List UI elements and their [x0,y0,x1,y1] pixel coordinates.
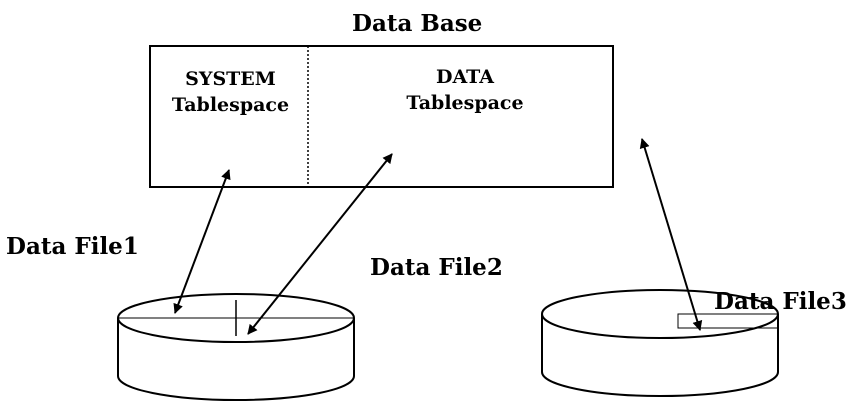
system-tablespace-word: Tablespace [171,94,290,116]
database-title: Data Base [352,10,483,37]
data-tablespace-name: DATA [435,66,495,88]
data-file-1-label: Data File1 [6,233,139,260]
data-tablespace-label: DATA Tablespace [310,64,620,116]
system-tablespace-name: SYSTEM [185,68,276,90]
arrow-datafile1-system [173,169,231,314]
disk-1 [117,293,355,401]
data-file-2-label: Data File2 [370,254,503,281]
arrow-datafile2-data [247,153,393,335]
arrow-datafile3-data [639,138,703,331]
system-tablespace-label: SYSTEM Tablespace [158,66,303,118]
data-tablespace-word: Tablespace [406,92,524,114]
data-file-3-label: Data File3 [714,288,847,315]
